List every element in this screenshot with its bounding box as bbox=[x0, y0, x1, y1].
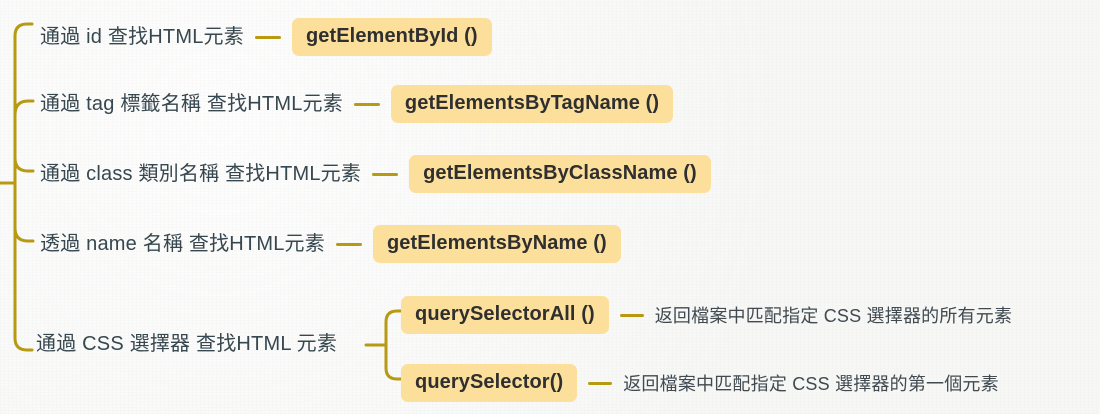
sub-branch-querySelector[interactable]: querySelector() 返回檔案中匹配指定 CSS 選擇器的第一個元素 bbox=[401, 364, 999, 402]
branch-label-name: 透過 name 名稱 查找HTML元素 bbox=[40, 233, 325, 255]
branch-row-id[interactable]: 通過 id 查找HTML元素 getElementById () bbox=[40, 18, 492, 56]
method-badge-querySelector[interactable]: querySelector() bbox=[401, 364, 578, 402]
branch-label-tag: 通過 tag 標籤名稱 查找HTML元素 bbox=[40, 93, 343, 115]
connector-dash bbox=[335, 242, 362, 246]
connector-dash bbox=[372, 172, 399, 176]
branch-row-class[interactable]: 通過 class 類別名稱 查找HTML元素 getElementsByClas… bbox=[40, 155, 711, 193]
method-badge-getElementsByTagName[interactable]: getElementsByTagName () bbox=[390, 85, 674, 123]
branch-row-name[interactable]: 透過 name 名稱 查找HTML元素 getElementsByName () bbox=[40, 225, 621, 263]
connector-dash bbox=[619, 313, 644, 317]
description-querySelector: 返回檔案中匹配指定 CSS 選擇器的第一個元素 bbox=[623, 374, 999, 394]
connector-dash bbox=[353, 102, 380, 106]
branch-label-class: 通過 class 類別名稱 查找HTML元素 bbox=[40, 163, 362, 185]
description-querySelectorAll: 返回檔案中匹配指定 CSS 選擇器的所有元素 bbox=[654, 306, 1013, 326]
branch-label-id: 通過 id 查找HTML元素 bbox=[40, 26, 244, 48]
method-badge-querySelectorAll[interactable]: querySelectorAll () bbox=[401, 296, 609, 334]
method-badge-getElementById[interactable]: getElementById () bbox=[291, 18, 492, 56]
branch-row-tag[interactable]: 通過 tag 標籤名稱 查找HTML元素 getElementsByTagNam… bbox=[40, 85, 674, 123]
connector-dash bbox=[254, 35, 281, 39]
branch-label-css-selector: 通過 CSS 選擇器 查找HTML 元素 bbox=[36, 333, 338, 355]
sub-branch-querySelectorAll[interactable]: querySelectorAll () 返回檔案中匹配指定 CSS 選擇器的所有… bbox=[401, 296, 1012, 334]
method-badge-getElementsByName[interactable]: getElementsByName () bbox=[372, 225, 621, 263]
branch-row-css-selector[interactable]: 通過 CSS 選擇器 查找HTML 元素 bbox=[36, 332, 337, 356]
connector-dash bbox=[588, 381, 613, 385]
method-badge-getElementsByClassName[interactable]: getElementsByClassName () bbox=[409, 155, 711, 193]
